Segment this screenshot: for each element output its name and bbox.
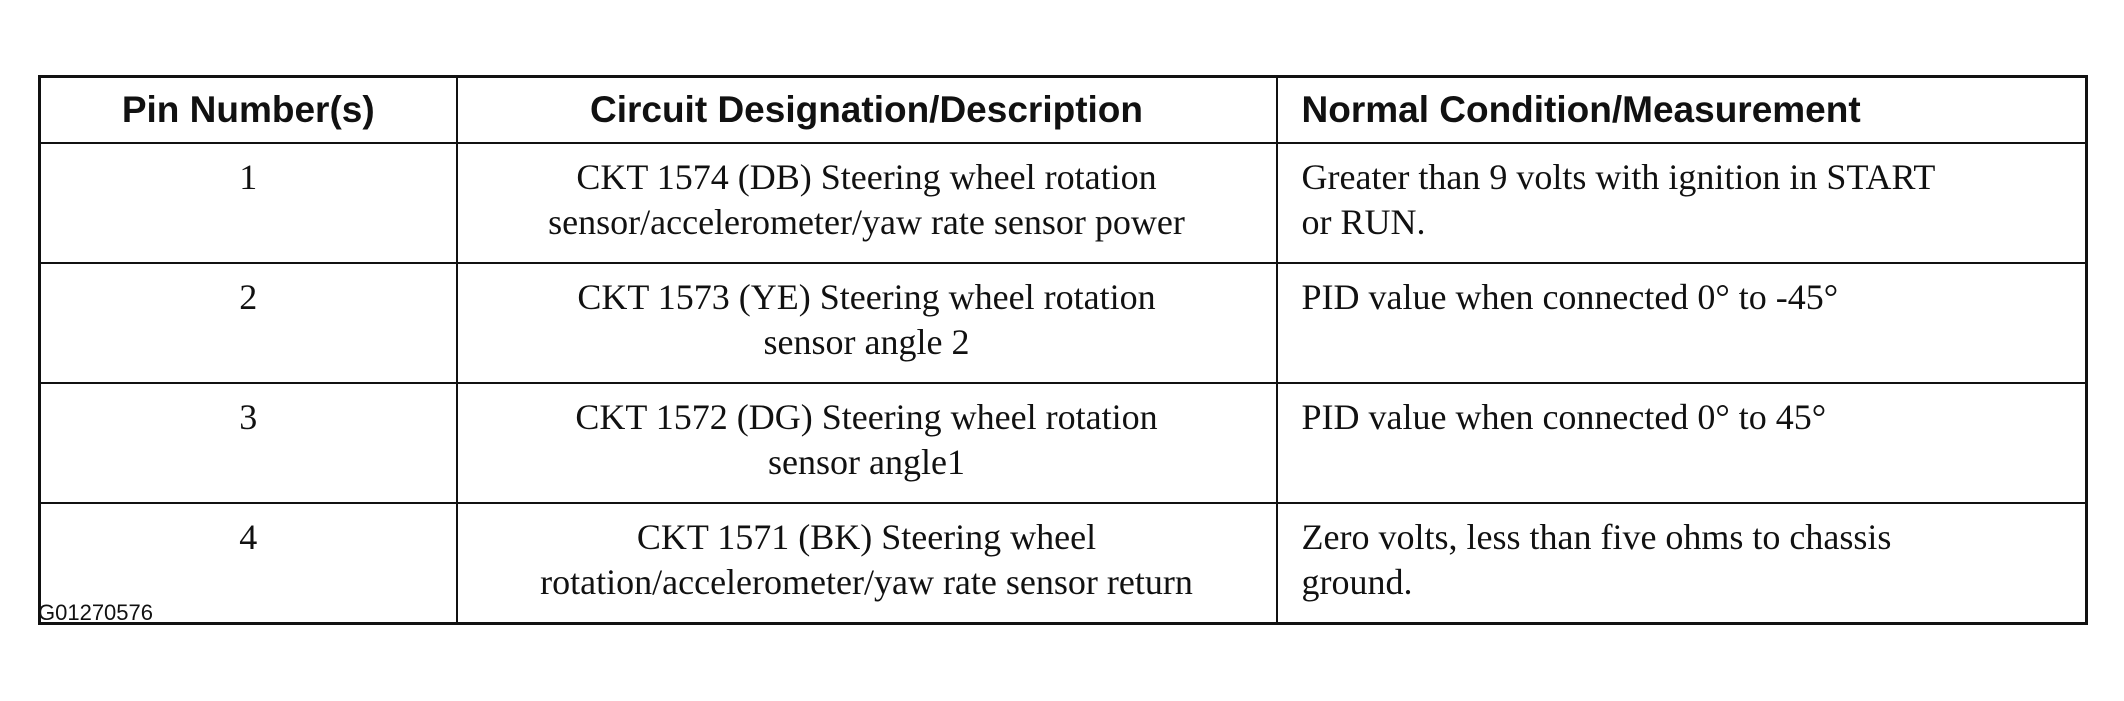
connector-pinout-table-wrapper: Pin Number(s) Circuit Designation/Descri…	[38, 75, 2088, 625]
description-line: CKT 1572 (DG) Steering wheel rotation	[575, 397, 1158, 437]
condition-line: or RUN.	[1301, 202, 1426, 242]
normal-condition-cell: Greater than 9 volts with ignition in ST…	[1275, 142, 2088, 264]
description-line: sensor/accelerometer/yaw rate sensor pow…	[548, 202, 1185, 242]
circuit-description-cell: CKT 1573 (YE) Steering wheel rotation se…	[455, 262, 1278, 384]
header-normal-condition: Normal Condition/Measurement	[1275, 75, 2088, 144]
header-circuit-description: Circuit Designation/Description	[455, 75, 1278, 144]
table-row: 3 CKT 1572 (DG) Steering wheel rotation …	[38, 382, 2088, 504]
condition-line: ground.	[1301, 562, 1413, 602]
pin-number-cell: 4	[38, 502, 458, 625]
figure-id-label: G01270576	[38, 600, 153, 625]
table-row: 2 CKT 1573 (YE) Steering wheel rotation …	[38, 262, 2088, 384]
description-line: CKT 1574 (DB) Steering wheel rotation	[576, 157, 1157, 197]
description-line: sensor angle 2	[763, 322, 970, 362]
pin-number-cell: 2	[38, 262, 458, 384]
circuit-description-cell: CKT 1574 (DB) Steering wheel rotation se…	[455, 142, 1278, 264]
description-line: sensor angle1	[768, 442, 965, 482]
pin-number-cell: 1	[38, 142, 458, 264]
connector-pinout-table: Pin Number(s) Circuit Designation/Descri…	[38, 75, 2088, 625]
table-header-row: Pin Number(s) Circuit Designation/Descri…	[38, 75, 2088, 144]
description-line: CKT 1573 (YE) Steering wheel rotation	[577, 277, 1156, 317]
circuit-description-cell: CKT 1572 (DG) Steering wheel rotation se…	[455, 382, 1278, 504]
condition-line: PID value when connected 0° to 45°	[1301, 397, 1827, 437]
description-line: rotation/accelerometer/yaw rate sensor r…	[540, 562, 1193, 602]
normal-condition-cell: PID value when connected 0° to 45°	[1275, 382, 2088, 504]
condition-line: Greater than 9 volts with ignition in ST…	[1301, 157, 1936, 197]
pin-number-cell: 3	[38, 382, 458, 504]
normal-condition-cell: Zero volts, less than five ohms to chass…	[1275, 502, 2088, 625]
table-row: 4 CKT 1571 (BK) Steering wheel rotation/…	[38, 502, 2088, 625]
description-line: CKT 1571 (BK) Steering wheel	[636, 517, 1097, 557]
condition-line: PID value when connected 0° to -45°	[1301, 277, 1839, 317]
condition-line: Zero volts, less than five ohms to chass…	[1301, 517, 1892, 557]
table-row: 1 CKT 1574 (DB) Steering wheel rotation …	[38, 142, 2088, 264]
circuit-description-cell: CKT 1571 (BK) Steering wheel rotation/ac…	[455, 502, 1278, 625]
normal-condition-cell: PID value when connected 0° to -45°	[1275, 262, 2088, 384]
header-pin-numbers: Pin Number(s)	[38, 75, 458, 144]
